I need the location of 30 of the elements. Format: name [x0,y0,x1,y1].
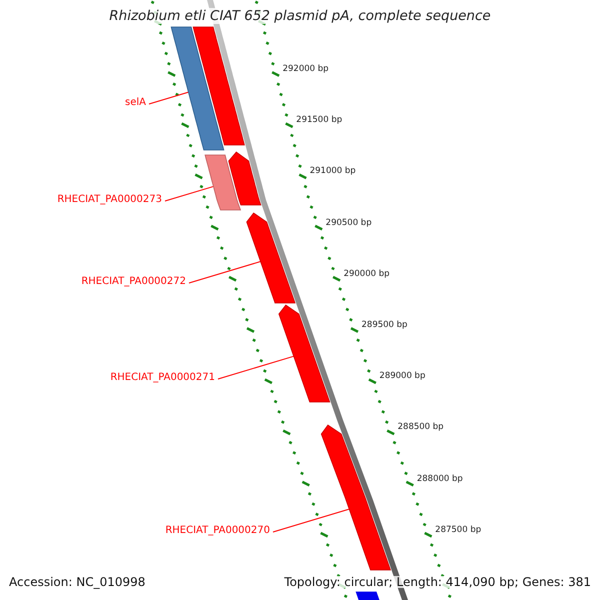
tick-label: 287500 bp [435,526,482,534]
footer-text: Accession: NC_010998 [9,576,146,588]
gene-label: RHECIAT_PA0000273 [57,195,162,205]
tick-label: 290000 bp [344,270,390,278]
gene-bar [356,592,380,600]
tick-label: 289000 bp [379,372,426,381]
leader-line [148,92,190,104]
leader-line [164,186,214,202]
tick-label: 289500 bp [362,321,408,330]
gene-bar [320,424,391,570]
tick-label: 288000 bp [416,474,463,484]
leader-line [218,356,294,380]
gene-bar [170,26,224,150]
leader-line [188,260,262,284]
footer-text: Topology: circular; Length: 414,090 bp; Genes: 381 [284,576,591,588]
gene-label: RHECIAT_PA0000271 [110,373,215,383]
tick-label: 291500 bp [296,116,342,125]
gene-bar [204,154,242,210]
tick-label: 288500 bp [398,423,444,432]
gene-label: RHECIAT_PA0000270 [165,526,270,536]
tick-label: 291000 bp [310,167,356,176]
gene-label: selA [125,98,146,108]
tick-label: 292000 bp [282,65,329,74]
gene-bar [228,151,262,206]
leader-line [272,508,350,532]
gene-bar [278,304,330,402]
tick-label: 290500 bp [326,218,372,228]
gene-label: RHECIAT_PA0000272 [81,277,186,287]
gene-bar [192,26,245,146]
gene-bar [246,212,296,304]
